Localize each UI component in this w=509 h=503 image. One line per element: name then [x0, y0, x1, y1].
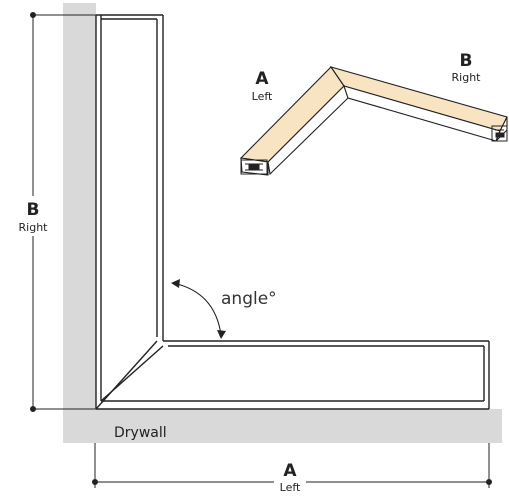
dimension-b-word: Right [19, 221, 49, 234]
inset-end-cap-right [491, 125, 508, 142]
drywall-label: Drywall [114, 425, 167, 441]
inset-b-word: Right [452, 71, 482, 84]
dimension-b-label-bg [18, 196, 48, 236]
dimension-a-letter: A [283, 461, 297, 481]
dimension-a-word: Left [280, 481, 301, 494]
inset-a-word: Left [252, 90, 273, 103]
dimension-b-letter: B [27, 200, 40, 220]
drywall-shape [63, 3, 502, 443]
inset-end-cap-left [240, 159, 268, 175]
inset-a-letter: A [255, 69, 269, 89]
inset-profile [239, 66, 508, 176]
angle-arrow [171, 279, 226, 339]
angle-label: angle° [221, 289, 277, 309]
l-profile [95, 14, 490, 410]
inset-b-letter: B [460, 51, 473, 71]
dimension-a-label-bg [274, 460, 306, 496]
